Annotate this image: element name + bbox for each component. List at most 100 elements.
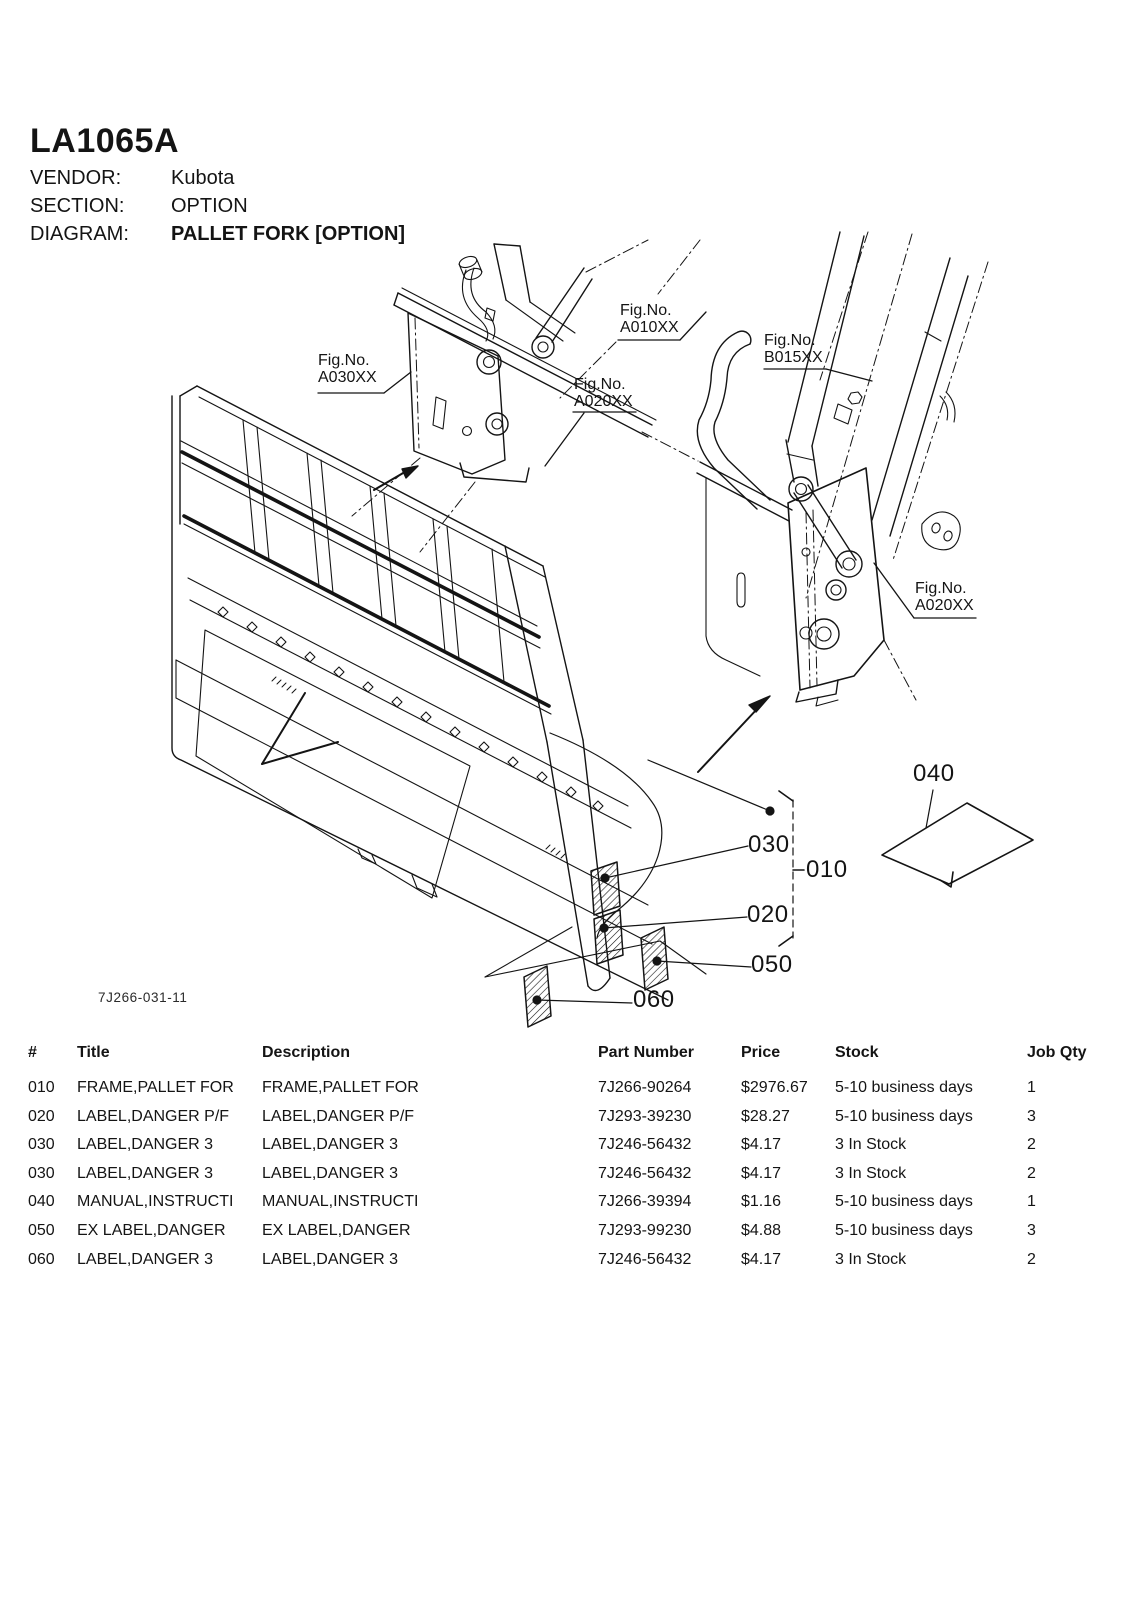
col-header-part-number: Part Number [598, 1044, 695, 1061]
parts-table: # Title Description Part Number Price St… [28, 1040, 1105, 1274]
callout-060: 060 [633, 986, 675, 1013]
diagram-value: PALLET FORK [OPTION] [171, 223, 406, 245]
vendor-value: Kubota [171, 167, 235, 189]
cell-description: EX LABEL,DANGER [262, 1221, 411, 1239]
cell-price: $1.16 [741, 1193, 782, 1211]
fig-ref-a020-lower: Fig.No. A020XX [915, 580, 974, 614]
backrest-grid-drawing [179, 385, 611, 992]
cell-description: MANUAL,INSTRUCTI [262, 1193, 419, 1211]
col-header-title: Title [77, 1044, 110, 1061]
fig-ref-a010-line1: Fig.No. [620, 302, 672, 319]
fig-ref-a020-upper: Fig.No. A020XX [574, 376, 633, 410]
cell-ref: 060 [28, 1250, 55, 1268]
cell-stock: 5-10 business days [835, 1221, 973, 1239]
cell-title: LABEL,DANGER 3 [77, 1164, 214, 1182]
callout-030: 030 [748, 831, 790, 858]
fig-label-leaders [317, 311, 977, 619]
fork-carriage-drawing [171, 395, 707, 1001]
cell-stock: 3 In Stock [835, 1136, 907, 1154]
cell-part-number: 7J266-90264 [598, 1079, 692, 1096]
fig-ref-a020-lower-line1: Fig.No. [915, 580, 967, 597]
drawing-number: 7J266-031-11 [98, 990, 188, 1005]
col-header-description: Description [262, 1044, 351, 1061]
fig-ref-a010-line2: A010XX [620, 319, 679, 336]
fig-ref-b015: Fig.No. B015XX [764, 332, 823, 366]
callout-leaders [532, 759, 1034, 1005]
cell-job-qty: 3 [1027, 1221, 1036, 1239]
cell-description: LABEL,DANGER 3 [262, 1136, 399, 1154]
col-header-stock: Stock [835, 1044, 879, 1061]
fig-ref-a020-upper-line2: A020XX [574, 393, 633, 410]
cell-ref: 040 [28, 1193, 55, 1211]
fig-ref-b015-line1: Fig.No. [764, 332, 816, 349]
table-row: 030 LABEL,DANGER 3 LABEL,DANGER 3 7J246-564… [28, 1131, 1105, 1160]
cell-part-number: 7J293-39230 [598, 1107, 692, 1125]
diagram-label: DIAGRAM: [30, 223, 129, 245]
vendor-label: VENDOR: [30, 167, 122, 189]
fig-ref-a030-line1: Fig.No. [318, 352, 370, 369]
cell-part-number: 7J246-56432 [598, 1164, 692, 1182]
cell-description: FRAME,PALLET FOR [262, 1079, 419, 1096]
cell-stock: 3 In Stock [835, 1250, 907, 1268]
cell-title: MANUAL,INSTRUCTI [77, 1193, 234, 1211]
loader-mount-drawing [559, 231, 989, 707]
cell-job-qty: 2 [1027, 1164, 1036, 1182]
cell-part-number: 7J293-99230 [598, 1221, 692, 1239]
fig-ref-a020-upper-line1: Fig.No. [574, 376, 626, 393]
cell-part-number: 7J246-56432 [598, 1250, 692, 1268]
cell-price: $4.17 [741, 1250, 782, 1268]
table-row: 020 LABEL,DANGER P/F LABEL,DANGER P/F 7J293… [28, 1103, 1105, 1132]
cell-job-qty: 2 [1027, 1136, 1036, 1154]
cell-ref: 050 [28, 1221, 55, 1239]
table-row: 010 FRAME,PALLET FOR FRAME,PALLET FOR 7J266… [28, 1074, 1105, 1103]
fig-ref-a030-line2: A030XX [318, 369, 377, 386]
cell-ref: 030 [28, 1164, 55, 1182]
page-header: LA1065A VENDOR: Kubota SECTION: OPTION DIA… [30, 124, 405, 248]
cell-price: $4.17 [741, 1164, 782, 1182]
fig-ref-a020-lower-line2: A020XX [915, 597, 974, 614]
parts-table-header-row: # Title Description Part Number Price St… [28, 1040, 1105, 1074]
callout-040: 040 [913, 760, 955, 787]
fig-ref-b015-line2: B015XX [764, 349, 823, 366]
callout-010: 010 [806, 856, 848, 883]
cell-ref: 020 [28, 1107, 55, 1125]
cell-ref: 030 [28, 1136, 55, 1154]
cell-title: LABEL,DANGER 3 [77, 1136, 214, 1154]
assembly-arrows [373, 465, 771, 773]
cell-price: $4.17 [741, 1136, 782, 1154]
diagram-row: DIAGRAM: PALLET FORK [OPTION] [30, 220, 405, 248]
cell-title: LABEL,DANGER P/F [77, 1107, 230, 1125]
cell-part-number: 7J246-56432 [598, 1136, 692, 1154]
section-value: OPTION [171, 195, 248, 217]
cell-stock: 5-10 business days [835, 1079, 973, 1096]
callout-050: 050 [751, 951, 793, 978]
callout-020: 020 [747, 901, 789, 928]
vendor-row: VENDOR: Kubota [30, 164, 405, 192]
col-header-price: Price [741, 1044, 781, 1061]
cell-description: LABEL,DANGER P/F [262, 1107, 415, 1125]
table-row: 050 EX LABEL,DANGER EX LABEL,DANGER 7J293-9… [28, 1217, 1105, 1246]
col-header-num: # [28, 1044, 37, 1061]
col-header-job-qty: Job Qty [1027, 1044, 1087, 1061]
cell-job-qty: 1 [1027, 1193, 1036, 1211]
cell-title: LABEL,DANGER 3 [77, 1250, 214, 1268]
cell-stock: 5-10 business days [835, 1193, 973, 1211]
cell-stock: 3 In Stock [835, 1164, 907, 1182]
cell-ref: 010 [28, 1079, 55, 1096]
cell-job-qty: 1 [1027, 1079, 1036, 1096]
cell-job-qty: 2 [1027, 1250, 1036, 1268]
cell-title: FRAME,PALLET FOR [77, 1079, 234, 1096]
fig-ref-a010: Fig.No. A010XX [620, 302, 679, 336]
section-label: SECTION: [30, 195, 125, 217]
fig-ref-a030: Fig.No. A030XX [318, 352, 377, 386]
cell-price: $28.27 [741, 1107, 790, 1125]
cell-stock: 5-10 business days [835, 1107, 973, 1125]
cell-price: $4.88 [741, 1221, 782, 1239]
section-row: SECTION: OPTION [30, 192, 405, 220]
cell-title: EX LABEL,DANGER [77, 1221, 226, 1239]
model-number: LA1065A [30, 122, 180, 160]
